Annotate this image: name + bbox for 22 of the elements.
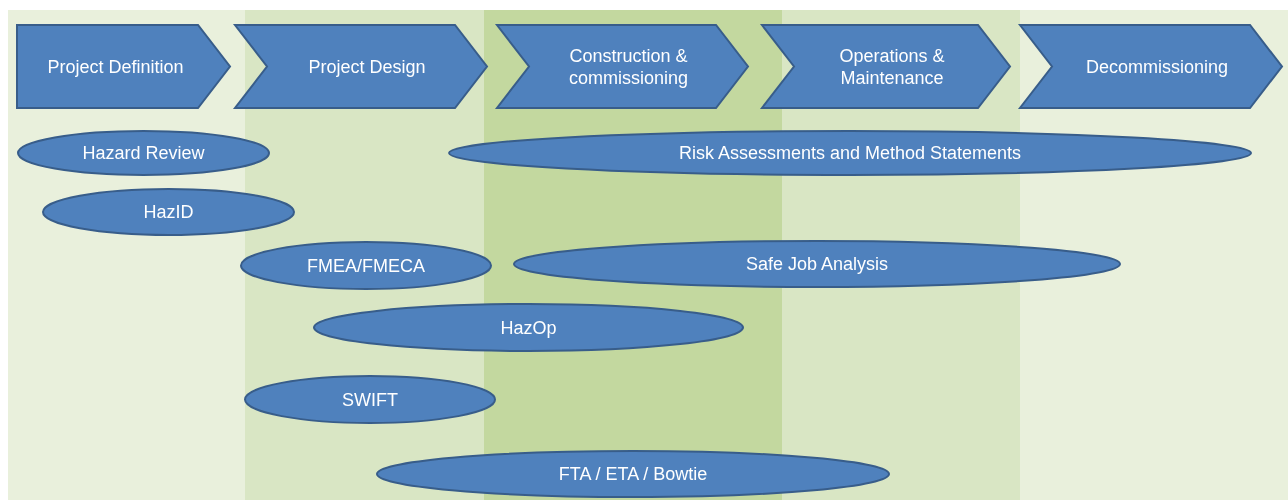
phase-label: Operations & Maintenance [838,44,946,89]
phase-step [17,25,230,108]
phase-label: Project Design [307,55,427,78]
technique-label: Risk Assessments and Method Statements [678,142,1022,164]
technique-ellipse [42,188,295,236]
technique-ellipse [17,130,270,176]
technique-label: FTA / ETA / Bowtie [558,463,708,485]
technique-ellipse [376,450,890,498]
technique-label: SWIFT [342,388,398,411]
technique-ellipse [313,303,744,352]
technique-ellipse [513,240,1121,288]
technique-label: HazOp [500,316,557,339]
technique-label: FMEA/FMECA [307,254,425,277]
phase-label: Decommissioning [1084,55,1230,78]
phase-label: Project Definition [46,55,185,78]
phase-label: Construction & commissioning [567,44,689,89]
technique-ellipse [240,241,492,290]
technique-label: HazID [143,201,194,223]
technique-label: Safe Job Analysis [745,253,889,275]
technique-ellipse [244,375,496,424]
technique-ellipse [448,130,1252,176]
technique-label: Hazard Review [82,142,205,164]
